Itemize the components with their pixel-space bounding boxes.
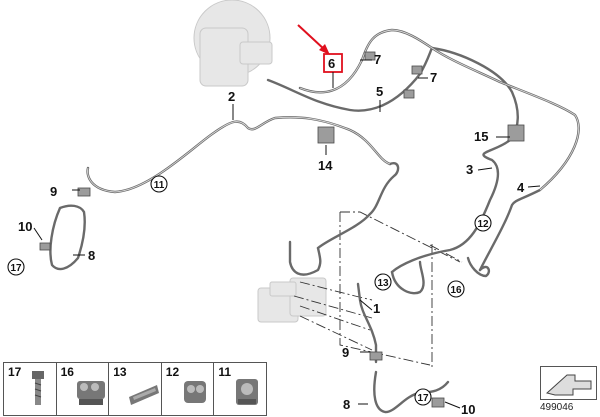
callout-5: 5	[376, 84, 383, 99]
orientation-symbol	[540, 366, 597, 400]
callout-6: 6	[328, 56, 335, 71]
brake-booster-ghost	[193, 0, 273, 87]
highlight-6	[297, 24, 343, 73]
clip-legend: 17 16 13 12 11	[3, 362, 267, 416]
hose-bracket	[369, 351, 383, 361]
brake-pipes	[49, 28, 580, 414]
arrow-icon	[545, 374, 592, 396]
callout-2: 2	[228, 89, 235, 104]
circled-refs: 11 12 13 16 17 17	[7, 175, 492, 406]
reference-number: 499046	[540, 402, 574, 413]
fittings	[39, 51, 525, 408]
legend-cell-13: 13	[109, 363, 162, 415]
callout-8: 8	[88, 248, 95, 263]
legend-label: 11	[218, 365, 232, 379]
bolt-icon	[32, 371, 44, 405]
leader-lines	[33, 59, 541, 409]
callout-9: 9	[50, 184, 57, 199]
callout-10: 10	[18, 219, 32, 234]
ref-17: 17	[10, 263, 22, 274]
callout-7: 7	[374, 52, 381, 67]
pipe-clip-icon	[183, 381, 206, 403]
callout-8: 8	[343, 397, 350, 412]
callout-15: 15	[474, 129, 488, 144]
sensor-clip	[431, 397, 445, 408]
ref-13: 13	[377, 278, 389, 289]
ref-17: 17	[417, 393, 429, 404]
callout-4: 4	[517, 180, 525, 195]
callout-3: 3	[466, 162, 473, 177]
grommet-14	[317, 126, 335, 144]
legend-cell-16: 16	[57, 363, 110, 415]
legend-label: 16	[60, 365, 74, 379]
sensor-clip	[39, 242, 51, 251]
union-fitting	[403, 89, 415, 99]
ref-11: 11	[154, 180, 165, 191]
legend-cell-11: 11	[214, 363, 266, 415]
reference-lines	[293, 211, 463, 368]
multi-clip-icon	[76, 381, 105, 405]
ref-12: 12	[477, 219, 489, 230]
legend-label: 13	[113, 365, 127, 379]
callout-9: 9	[342, 345, 349, 360]
callout-7: 7	[430, 70, 437, 85]
bracket-clip-icon	[236, 379, 259, 405]
hose-bracket	[77, 187, 91, 197]
grommet-15	[507, 124, 525, 142]
callout-1: 1	[373, 301, 380, 316]
legend-label: 17	[8, 365, 22, 379]
abs-unit-ghost	[257, 277, 327, 323]
callout-14: 14	[318, 158, 333, 173]
legend-cell-17: 17	[4, 363, 57, 415]
callout-labels: 2 3 4 5 6 7 7 9 9 10 10 8 8 1 14 15	[18, 52, 525, 417]
ref-16: 16	[450, 285, 462, 296]
strip-clip-icon	[129, 385, 160, 405]
legend-cell-12: 12	[162, 363, 215, 415]
union-fitting	[411, 65, 423, 75]
legend-label: 12	[165, 365, 180, 379]
callout-10: 10	[461, 402, 475, 417]
